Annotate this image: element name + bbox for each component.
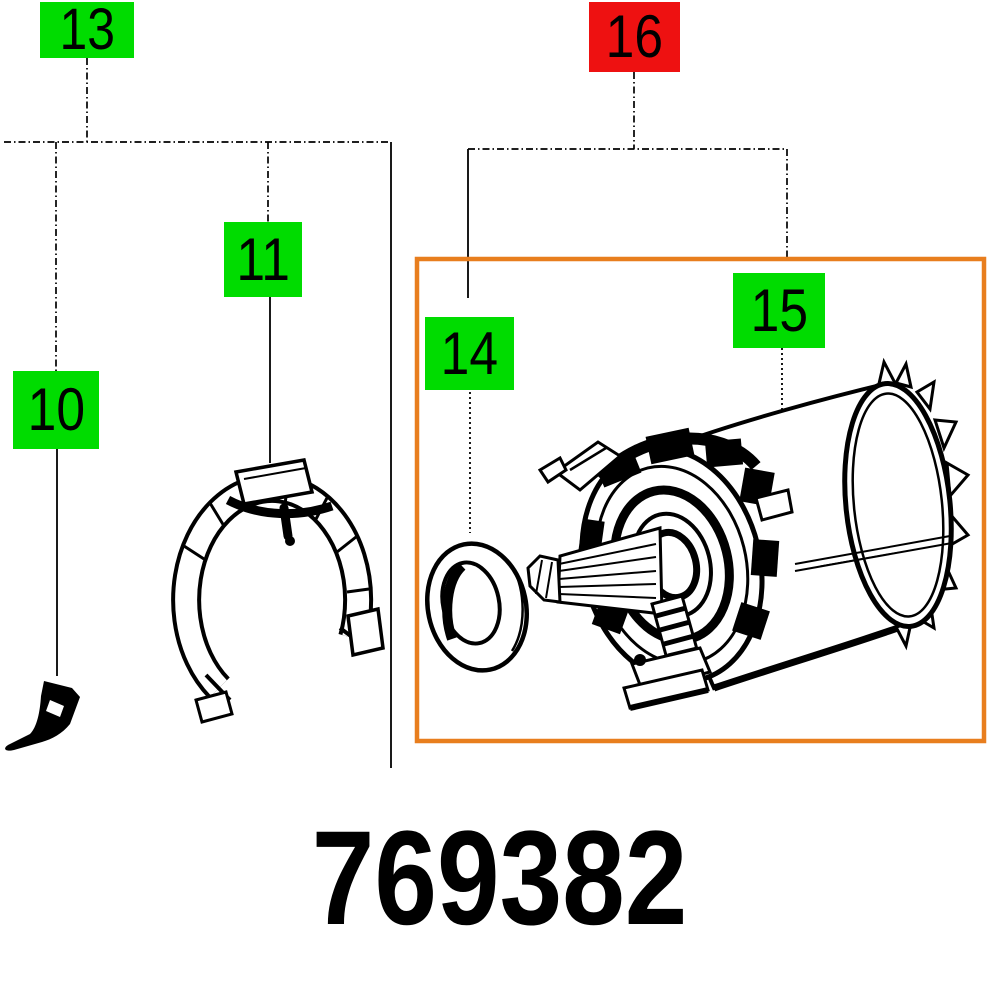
part-number-text: 769382: [312, 804, 688, 953]
seal-ring-drawing: [425, 541, 529, 673]
callout-label-16: 16: [605, 3, 664, 70]
motor-armature-drawing: [526, 357, 971, 711]
callout-label-15: 15: [750, 276, 808, 344]
callout-box-13[interactable]: 13: [40, 0, 134, 62]
callout-box-16[interactable]: 16: [589, 2, 680, 72]
callout-label-13: 13: [59, 0, 115, 62]
callout-box-14[interactable]: 14: [425, 317, 514, 390]
callout-box-10[interactable]: 10: [13, 371, 99, 449]
callout-lines: [4, 58, 788, 768]
callout-label-14: 14: [440, 319, 499, 387]
callout-box-15[interactable]: 15: [733, 273, 825, 348]
carbon-brush-drawing: [5, 681, 80, 751]
callout-box-11[interactable]: 11: [224, 222, 302, 297]
part-number: 769382: [0, 812, 1000, 946]
segmented-clamp-ring-drawing: [171, 457, 385, 724]
callout-label-10: 10: [27, 376, 85, 443]
group-16-frame: [414, 256, 987, 744]
callout-label-11: 11: [236, 225, 290, 293]
